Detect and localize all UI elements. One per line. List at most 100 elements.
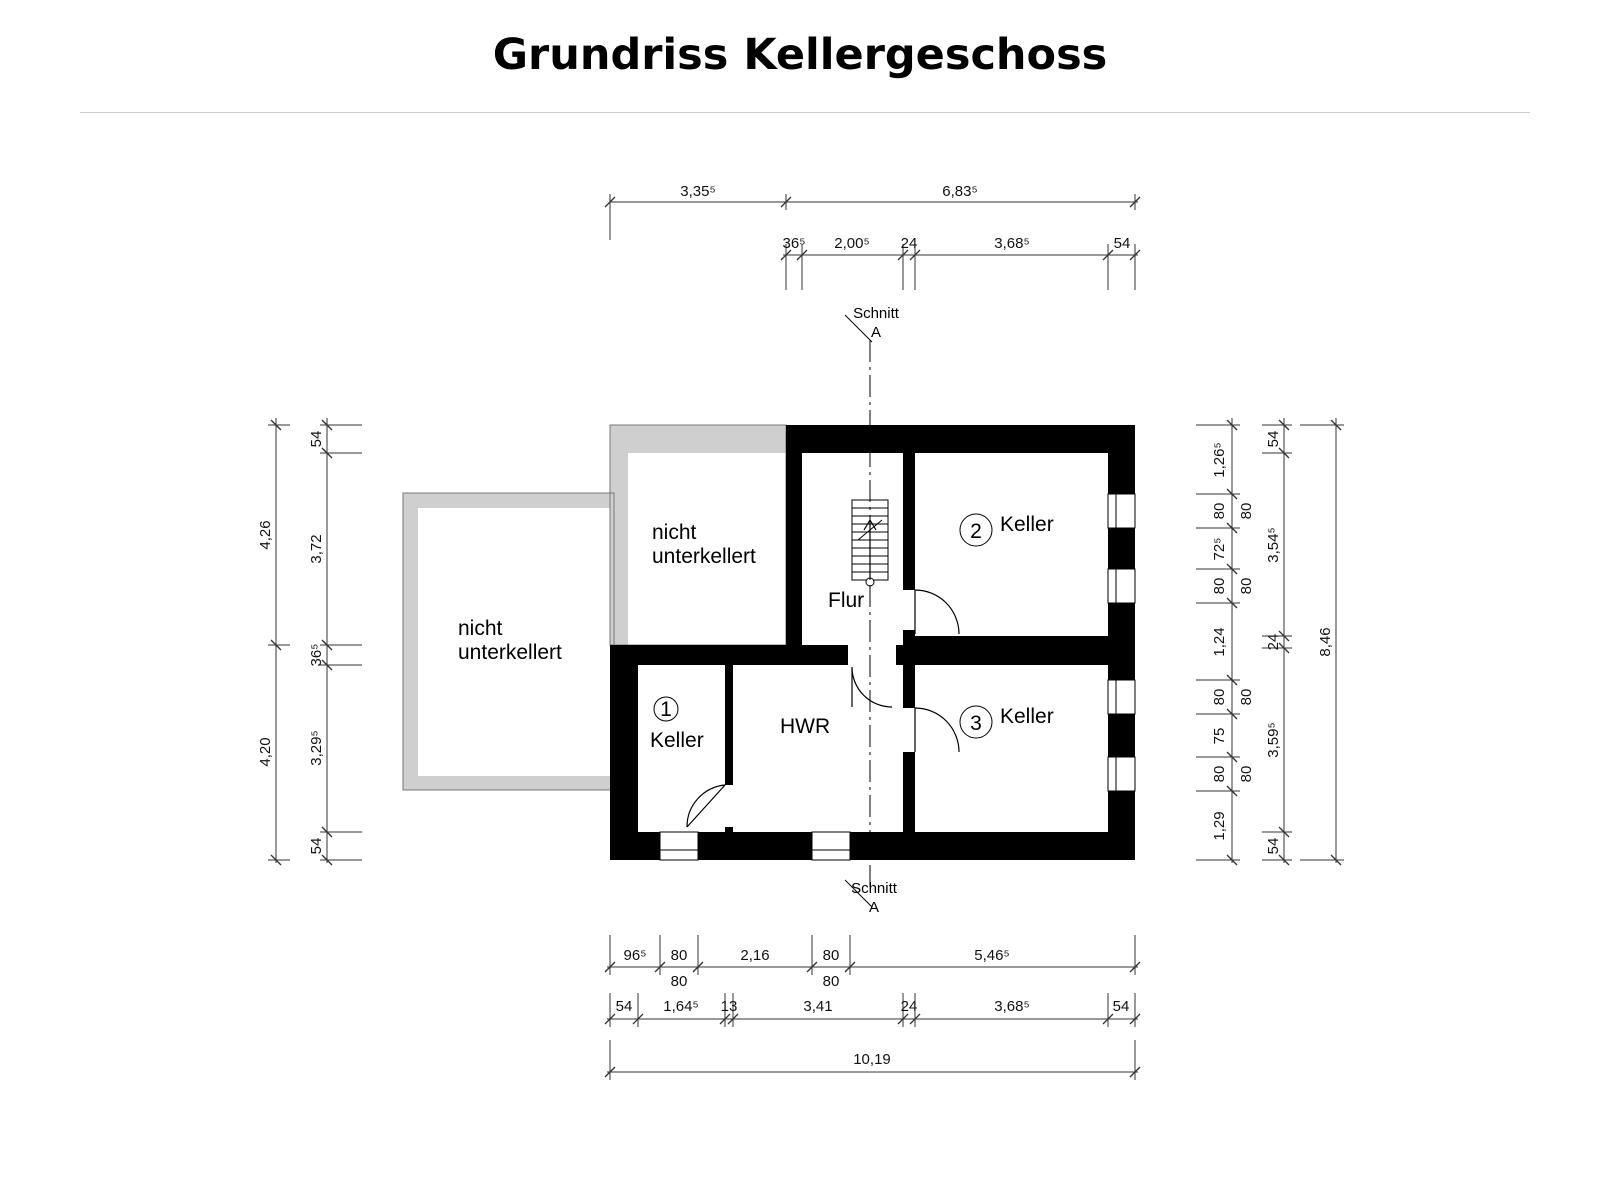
dim-top-overall-2: 6,83⁵ [942,183,977,200]
dim-right-opening-height-1: 80 [1238,503,1255,520]
dim-right-opening-height-2: 80 [1238,578,1255,595]
dim-bottom-openings-4: 80 [823,947,840,964]
room-label-keller-1: Keller [650,729,704,752]
section-letter-bottom: A [869,899,879,916]
door-swings [686,589,960,828]
section-label-bottom: Schnitt [851,880,898,897]
room-number-1: 1 [660,698,672,721]
section-letter-top: A [871,324,881,341]
room-label-keller-3: Keller [1000,705,1054,728]
section-label-top: Schnitt [853,305,900,322]
door-openings [725,590,915,827]
room-label-nicht-unterkellert-2: unterkellert [458,641,562,664]
dim-right-openings-5: 1,24 [1211,627,1228,656]
dim-top-overall-1: 3,35⁵ [680,183,715,200]
door-opening-flur-hwr [848,645,896,665]
window-keller1 [659,831,699,861]
dim-bottom-detail-2: 1,64⁵ [663,998,698,1015]
dim-right-rooms-1: 54 [1265,431,1282,448]
title-divider [80,112,1530,113]
dimension-bottom-overall: 10,19 [604,1040,1141,1080]
door-swing-keller3 [914,707,960,753]
dim-top-detail-3: 24 [901,235,918,252]
dim-right-openings-9: 1,29 [1211,811,1228,840]
dim-right-openings-3: 72⁵ [1211,538,1228,561]
dimension-bottom-detail: 54 1,64⁵ 13 3,41 24 3,68⁵ 54 [604,993,1141,1027]
dim-top-detail-2: 2,00⁵ [834,235,869,252]
dimension-right-openings: 1,26⁵ 80 72⁵ 80 1,24 80 75 80 1,29 80 80… [1196,418,1255,866]
east-wall [1108,425,1135,860]
dim-bottom-opening-height-2: 80 [823,973,840,990]
room-label-nicht-unterkellert-3: nicht [652,521,697,544]
dim-right-rooms-5: 54 [1265,838,1282,855]
dim-right-rooms-3: 24 [1265,634,1282,651]
room-number-circle-3 [959,705,993,739]
dimension-top-detail: 36⁵ 2,00⁵ 24 3,68⁵ 54 [780,235,1141,290]
inner-wall-east [903,453,915,832]
window-keller3-lower [1107,756,1136,792]
mid-annex-outline [609,424,787,646]
door-swing-flur-hwr [851,666,893,708]
dim-bottom-detail-5: 24 [901,998,918,1015]
room-number-circle-1 [653,696,679,722]
dim-bottom-detail-1: 54 [616,998,633,1015]
room-label-keller-2: Keller [1000,513,1054,536]
door-opening-keller1 [725,785,733,827]
section-line-a: Schnitt A Schnitt A [844,305,900,916]
dim-right-opening-height-4: 80 [1238,766,1255,783]
door-opening-keller2 [903,590,915,630]
dimension-left-detail: 54 3,72 36⁵ 3,29⁵ 54 [308,418,362,866]
dimension-right-rooms: 54 3,54⁵ 24 3,59⁵ 54 [1262,418,1292,866]
inner-wall-keller1 [725,665,733,832]
dim-bottom-overall: 10,19 [853,1051,891,1068]
window-keller2-lower [1107,568,1136,604]
room-label-nicht-unterkellert-1: nicht [458,617,503,640]
mid-annex-wall [610,425,786,645]
left-annex-outline [402,492,615,791]
inner-wall-keller2-3 [915,636,1108,648]
dim-right-openings-8: 80 [1211,766,1228,783]
dim-right-openings-6: 80 [1211,689,1228,706]
basement-walls [610,425,1135,860]
dim-right-openings-4: 80 [1211,578,1228,595]
dimension-bottom-openings: 96⁵ 80 2,16 80 5,46⁵ 80 80 [604,935,1141,990]
dim-right-openings-2: 80 [1211,503,1228,520]
room-label-nicht-unterkellert-4: unterkellert [652,545,756,568]
dim-top-detail-5: 54 [1114,235,1131,252]
room-label-hwr: HWR [780,715,830,738]
dim-left-overall-2: 4,20 [257,737,274,766]
dim-bottom-openings-2: 80 [671,947,688,964]
door-swing-keller1 [686,784,726,828]
dim-left-detail-3: 36⁵ [308,644,325,667]
page-title: Grundriss Kellergeschoss [492,30,1108,80]
dim-bottom-openings-3: 2,16 [740,947,769,964]
dim-bottom-detail-7: 54 [1113,998,1130,1015]
door-opening-keller3 [903,708,915,752]
dim-right-openings-7: 75 [1211,728,1228,745]
dimension-top-overall: 3,35⁵ 6,83⁵ [604,183,1141,240]
dim-left-detail-2: 3,72 [308,534,325,563]
window-hwr [811,831,851,861]
dim-right-overall: 8,46 [1317,627,1334,656]
door-swing-keller2 [914,589,960,635]
dim-top-detail-1: 36⁵ [783,235,806,252]
dim-bottom-detail-4: 3,41 [803,998,832,1015]
dim-bottom-openings-1: 96⁵ [624,947,647,964]
dim-bottom-opening-height-1: 80 [671,973,688,990]
room-number-2: 2 [970,520,982,543]
room-number-3: 3 [970,712,982,735]
dim-right-rooms-2: 3,54⁵ [1265,527,1282,562]
window-keller2-upper [1107,493,1136,529]
dim-bottom-detail-3: 13 [721,998,738,1015]
dim-left-detail-5: 54 [308,838,325,855]
dim-right-rooms-4: 3,59⁵ [1265,722,1282,757]
room-labels: nicht unterkellert nicht unterkellert Fl… [458,513,1054,752]
dim-left-overall-1: 4,26 [257,520,274,549]
dim-left-detail-4: 3,29⁵ [308,730,325,765]
west-wall [610,645,638,860]
south-windows [659,831,851,861]
window-keller3-upper [1107,679,1136,715]
dimension-left-overall: 4,26 4,20 [257,418,290,866]
